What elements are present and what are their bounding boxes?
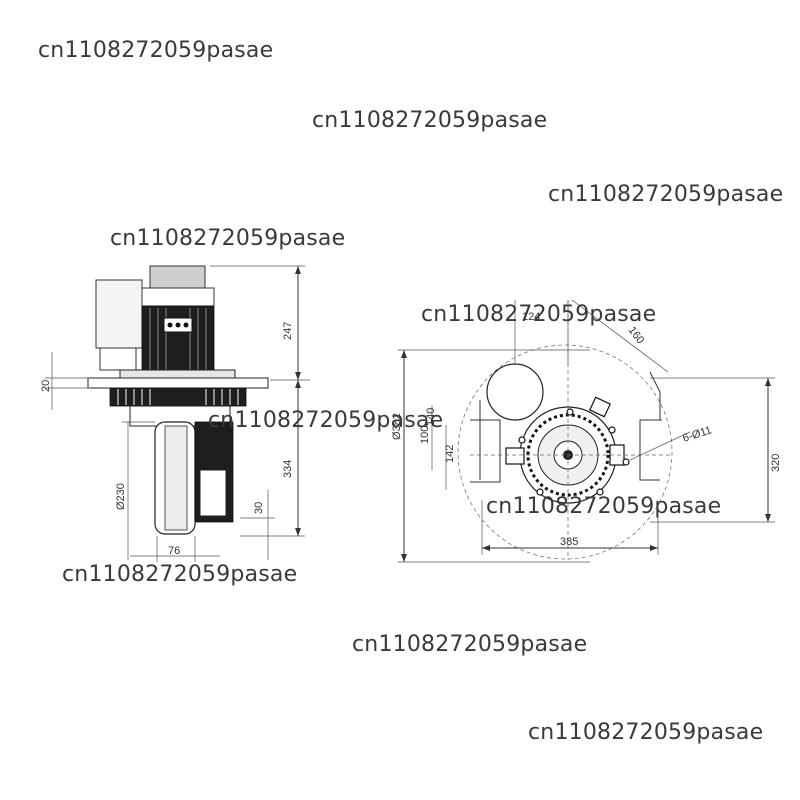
motor-body <box>141 305 215 373</box>
dim-160: 160 <box>626 324 647 346</box>
dim-holes: 6-Ø11 <box>681 424 713 445</box>
dim-30: 30 <box>253 502 265 514</box>
dim-20: 20 <box>40 380 52 392</box>
motor-circle <box>486 363 544 421</box>
watermark-text: cn1108272059pasae <box>421 302 657 327</box>
watermark-text: cn1108272059pasae <box>312 108 548 133</box>
dim-76: 76 <box>168 545 180 557</box>
watermark-text: cn1108272059pasae <box>528 720 764 745</box>
slewing-gear <box>109 387 247 407</box>
dim-320: 320 <box>770 454 782 472</box>
dim-382: Ø382 <box>391 413 403 440</box>
top-view: Ø382 100 140 142 124 160 6-Ø11 320 385 <box>391 299 782 563</box>
watermark-text: cn1108272059pasae <box>486 494 722 519</box>
watermark-text: cn1108272059pasae <box>62 562 298 587</box>
mounting-flange <box>87 377 269 389</box>
watermark-text: cn1108272059pasae <box>208 408 444 433</box>
dim-334: 334 <box>282 460 294 478</box>
aux-box-lower <box>99 347 137 371</box>
dim-124: 124 <box>522 311 540 323</box>
motor-collar <box>141 287 215 307</box>
watermark-text: cn1108272059pasae <box>38 38 274 63</box>
dim-142: 142 <box>444 445 456 463</box>
dim-385: 385 <box>560 536 578 548</box>
aux-box <box>95 279 143 349</box>
dim-100: 100 <box>419 426 431 444</box>
watermark-text: cn1108272059pasae <box>548 182 784 207</box>
watermark-text: cn1108272059pasae <box>110 226 346 251</box>
dim-wheel-diameter: Ø230 <box>115 483 127 510</box>
outer-sweep-circle <box>457 344 673 560</box>
watermark-text: cn1108272059pasae <box>352 632 588 657</box>
side-view: 247 334 20 Ø230 76 30 <box>40 265 310 562</box>
motor-top-cap <box>149 265 206 289</box>
dim-140: 140 <box>425 408 437 426</box>
dim-247: 247 <box>282 322 294 340</box>
